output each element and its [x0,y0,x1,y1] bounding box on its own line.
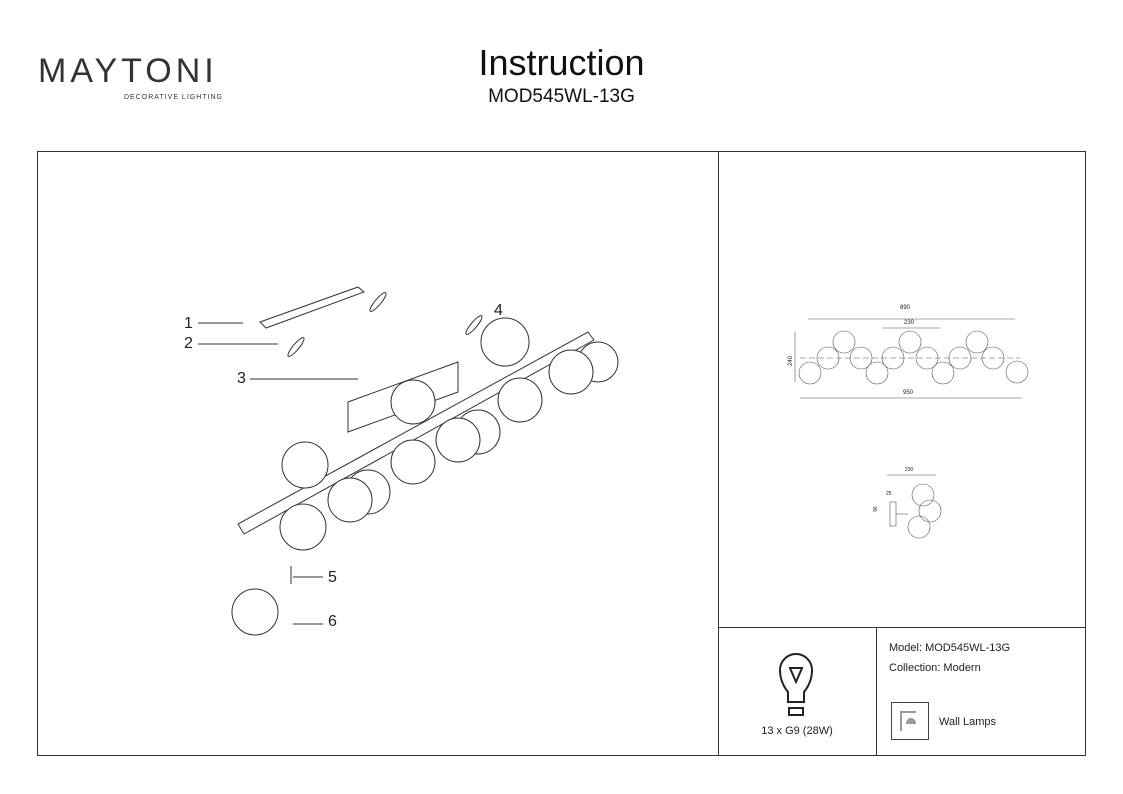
lamp-bar [237,331,595,535]
callout-1: 1 [184,315,193,332]
bulb-spec: 13 x G9 (28W) [761,725,833,737]
dim-width-total: 950 [903,390,914,396]
dim-width-top: 890 [900,305,911,311]
divider [718,151,719,756]
callout-6: 6 [328,613,337,630]
info-model: Model: MOD545WL-13G [889,642,1011,654]
dim-spacing: 230 [904,320,915,326]
mounting-bracket [259,286,365,329]
callout-4: 4 [494,302,503,319]
bulb-icon [778,653,814,716]
brand-logo: MAYTONI [38,52,218,90]
dim-height: 240 [788,355,795,367]
dim-plate: 25 [886,491,892,497]
divider [718,627,1086,628]
dim-plate-height: 96 [872,506,879,512]
callout-5: 5 [328,569,337,586]
info-category: Wall Lamps [939,716,997,728]
page-title: Instruction [478,42,645,83]
callout-3: 3 [237,370,246,387]
info-collection: Collection: Modern [889,662,981,674]
dim-depth: 230 [905,467,914,473]
front-view-drawing [794,318,1029,399]
brand-subtitle: DECORATIVE LIGHTING [124,94,223,101]
instruction-frame [37,151,1086,756]
glass-shades [231,317,619,636]
wall-lamp-icon [891,702,929,740]
callout-2: 2 [184,335,193,352]
model-number: MOD545WL-13G [488,86,635,107]
divider [876,627,877,756]
side-view-drawing [887,474,942,539]
wall-plate [347,361,459,433]
assembly-drawing [198,286,619,636]
